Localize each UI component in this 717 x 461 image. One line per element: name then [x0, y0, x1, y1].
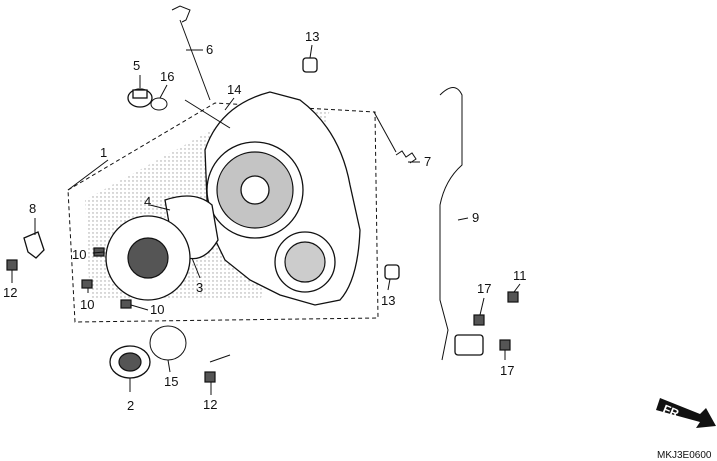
- callout-17b: 17: [500, 363, 514, 378]
- callout-15: 15: [164, 374, 178, 389]
- leader-lines: [11, 44, 521, 395]
- cable-bracket: [23, 231, 45, 259]
- bolt-10c: [120, 299, 132, 309]
- callout-5: 5: [133, 58, 140, 73]
- oil-level-dipstick: [171, 5, 211, 101]
- callout-4: 4: [144, 194, 151, 209]
- o-ring: [149, 325, 187, 361]
- callout-3: 3: [196, 280, 203, 295]
- callout-12b: 12: [203, 397, 217, 412]
- dowel-pin-upper: [302, 57, 318, 73]
- callout-10a: 10: [72, 247, 86, 262]
- spring-clip: [395, 150, 417, 164]
- front-direction-arrow: FR.: [656, 398, 716, 428]
- callout-6: 6: [206, 42, 213, 57]
- callout-9: 9: [472, 210, 479, 225]
- bolt-17b: [499, 339, 511, 351]
- callout-16: 16: [160, 69, 174, 84]
- bolt-11: [507, 291, 519, 303]
- direction-label: FR.: [661, 402, 684, 422]
- bolt-17a: [473, 314, 485, 326]
- oil-filler-cap: [127, 88, 153, 108]
- bolt-12b: [204, 354, 231, 383]
- assembly-boundary: [67, 102, 379, 323]
- callout-8: 8: [29, 201, 36, 216]
- callout-1: 1: [100, 145, 107, 160]
- callout-12a: 12: [3, 285, 17, 300]
- bolt-12a: [6, 259, 18, 271]
- diagram-code: MKJ3E0600: [657, 450, 712, 461]
- bolt-10b: [81, 279, 93, 289]
- cover-plate: [105, 215, 191, 301]
- callout-10b: 10: [80, 297, 94, 312]
- callout-7: 7: [424, 154, 431, 169]
- callout-17a: 17: [477, 281, 491, 296]
- callout-11: 11: [513, 268, 527, 283]
- callout-13a: 13: [305, 29, 319, 44]
- callout-10c: 10: [150, 302, 164, 317]
- dowel-pin-lower: [384, 264, 400, 280]
- callout-14: 14: [227, 82, 241, 97]
- small-o-ring: [150, 97, 168, 111]
- wire-harness: [439, 87, 484, 361]
- engine-side-cover: [204, 91, 361, 306]
- callout-13b: 13: [381, 293, 395, 308]
- callout-2: 2: [127, 398, 134, 413]
- timing-hole-cap: [109, 345, 151, 379]
